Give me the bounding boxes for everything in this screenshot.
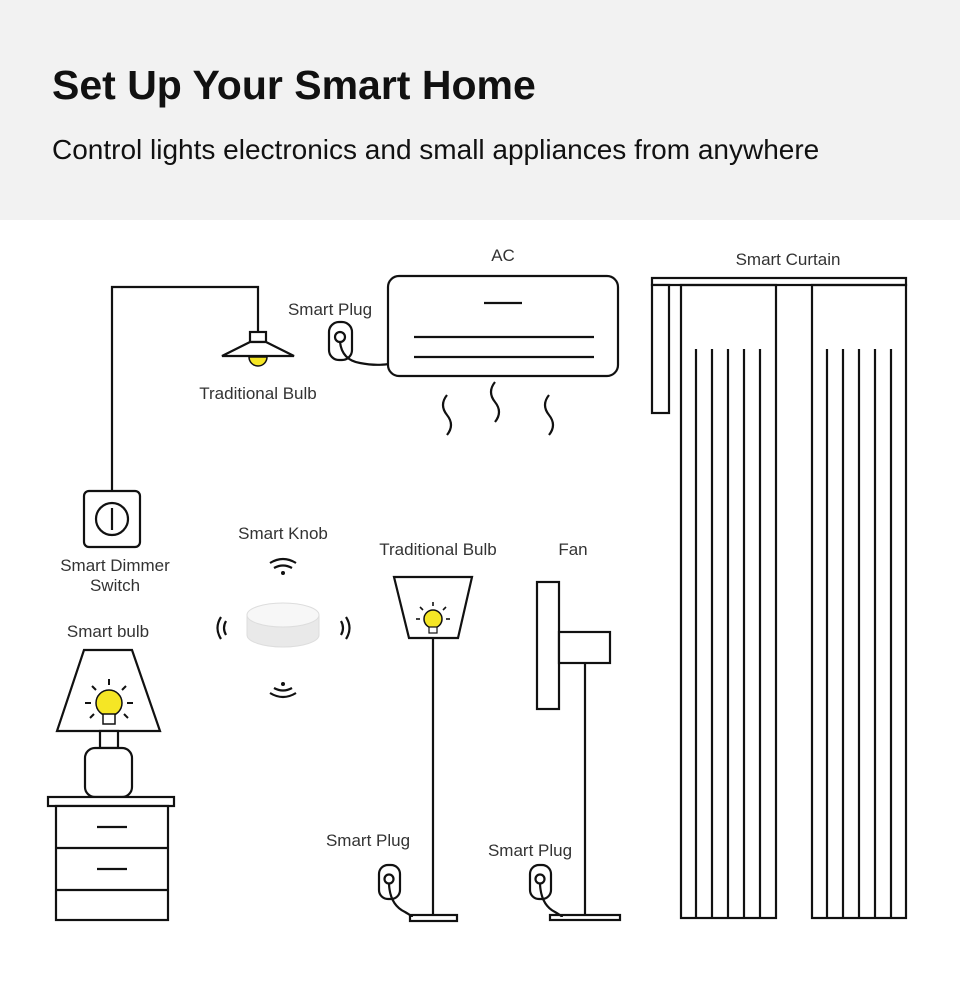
smart-knob-icon xyxy=(216,557,351,699)
air-conditioner-icon xyxy=(386,274,620,436)
smart-plug-ac-label: Smart Plug xyxy=(288,300,372,319)
smart-plug-icon xyxy=(528,863,564,918)
traditional-bulb-floor-label: Traditional Bulb xyxy=(379,540,497,559)
nightstand-icon xyxy=(46,795,176,922)
ac-label: AC xyxy=(491,246,515,265)
header-banner: Set Up Your Smart Home Control lights el… xyxy=(0,0,960,220)
traditional-bulb-ceiling-label: Traditional Bulb xyxy=(199,384,317,403)
smart-plug-icon xyxy=(377,863,414,918)
page-title: Set Up Your Smart Home xyxy=(52,62,536,108)
smart-bulb-label: Smart bulb xyxy=(67,622,149,641)
floor-lamp-icon xyxy=(392,575,474,923)
dimmer-switch-icon xyxy=(82,489,142,549)
smart-curtain-label: Smart Curtain xyxy=(736,250,841,269)
smart-plug-lamp-label: Smart Plug xyxy=(326,831,410,850)
smart-knob-label: Smart Knob xyxy=(238,524,328,543)
smart-dimmer-label-2: Switch xyxy=(90,576,140,595)
ceiling-lamp-icon xyxy=(221,330,295,367)
smart-dimmer-label: Smart Dimmer xyxy=(60,556,170,575)
smart-plug-fan-label: Smart Plug xyxy=(488,841,572,860)
bedside-lamp-icon xyxy=(55,648,162,799)
curtain-icon xyxy=(650,276,908,920)
smart-plug-icon xyxy=(327,320,390,366)
fan-label: Fan xyxy=(558,540,587,559)
page-subtitle: Control lights electronics and small app… xyxy=(52,134,820,165)
fan-icon xyxy=(535,580,622,922)
wire xyxy=(110,285,260,490)
